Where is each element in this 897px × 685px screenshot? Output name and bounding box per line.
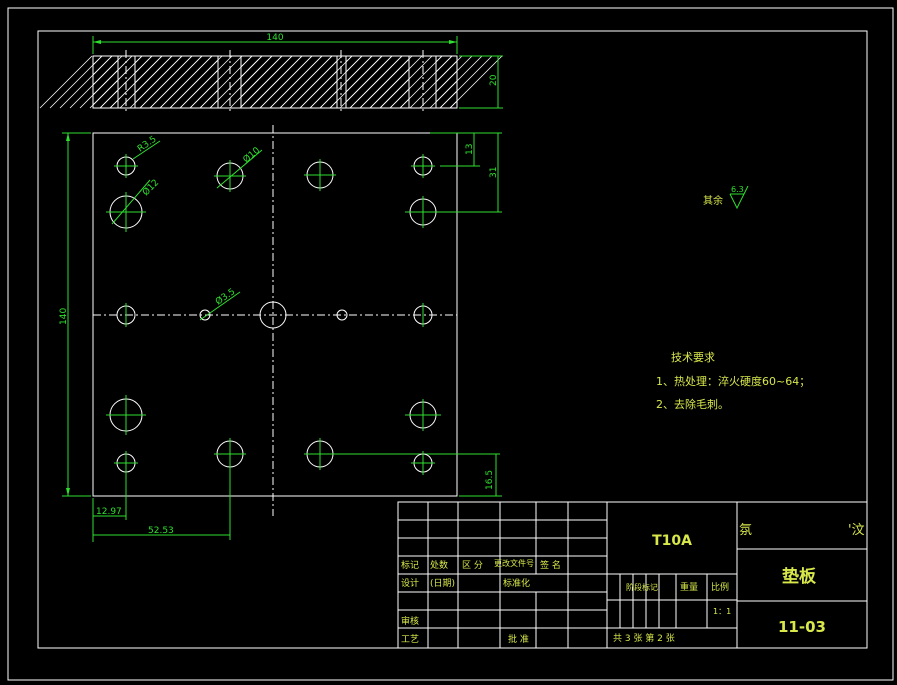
drawing-number: 11-03 — [778, 618, 826, 636]
dim-d3-5-label: Ø3.5 — [213, 286, 237, 307]
title-block: 标记 处数 区 分 更改文件号 签 名 设计 (日期) 标准化 审核 工艺 批 … — [397, 501, 868, 649]
school-left: 氛 — [739, 523, 752, 538]
tech-title: 技术要求 — [671, 351, 715, 364]
roughness-prefix: 其余 — [703, 194, 723, 207]
tech-requirements: 技术要求 1、热处理：淬火硬度60~64； 2、去除毛刺。 — [656, 351, 810, 411]
tech-line-2: 2、去除毛刺。 — [656, 397, 729, 411]
plan-view: R3.5 Ø10 Ø12 Ø3.5 — [92, 125, 500, 540]
dim-d12-label: Ø12 — [140, 177, 161, 198]
dim-140-top-label: 140 — [266, 33, 283, 43]
dim-13-label: 13 — [465, 144, 475, 155]
roughness-value: 6.3 — [731, 185, 744, 194]
dim-31-label: 31 — [489, 167, 499, 178]
dim-top-width: 140 — [92, 33, 458, 54]
tb-standard: 标准化 — [503, 577, 530, 589]
outer-border — [7, 7, 894, 681]
tb-review: 审核 — [401, 615, 419, 627]
tb-design: 设计 — [401, 577, 419, 589]
dim-20-label: 20 — [489, 74, 499, 86]
tb-process: 工艺 — [401, 634, 419, 645]
tb-mark: 标记 — [401, 559, 419, 571]
tb-zone: 区 分 — [462, 560, 483, 571]
roughness-symbol: 其余 6.3 — [703, 185, 749, 210]
dim-left-height: 140 — [59, 132, 91, 497]
dim-52-53-label: 52.53 — [148, 526, 174, 536]
tb-change-doc: 更改文件号 — [494, 558, 534, 568]
section-view — [39, 50, 503, 114]
tb-approve: 批 准 — [508, 633, 529, 645]
dim-r3-5-label: R3.5 — [136, 134, 159, 154]
hole-group — [106, 154, 500, 540]
dim-right: 13 31 16.5 — [430, 132, 502, 497]
material-label: T10A — [652, 533, 692, 549]
weight-label: 重量 — [680, 581, 698, 593]
tb-count: 处数 — [430, 559, 448, 571]
sheets-label: 共 3 张 第 2 张 — [613, 632, 675, 644]
dim-12-97-label: 12.97 — [96, 507, 122, 517]
dim-140-left-label: 140 — [59, 308, 69, 325]
tb-sign: 签 名 — [540, 559, 561, 571]
inner-border — [37, 30, 868, 649]
part-name: 垫板 — [782, 566, 817, 587]
school-right: '汶 — [848, 522, 865, 538]
tb-date: (日期) — [430, 578, 455, 589]
dim-16-5-label: 16.5 — [485, 470, 495, 490]
tech-line-1: 1、热处理：淬火硬度60~64； — [656, 374, 810, 388]
stage-mark-label: 阶段标记 — [626, 582, 658, 592]
section-hatching — [39, 55, 503, 109]
scale-label: 比例 — [711, 581, 729, 593]
scale-value: 1：1 — [713, 607, 731, 616]
dim-d10-label: Ø10 — [241, 145, 262, 166]
dim-thickness: 20 — [459, 55, 503, 109]
dim-bottom: 12.97 52.53 — [92, 475, 230, 542]
